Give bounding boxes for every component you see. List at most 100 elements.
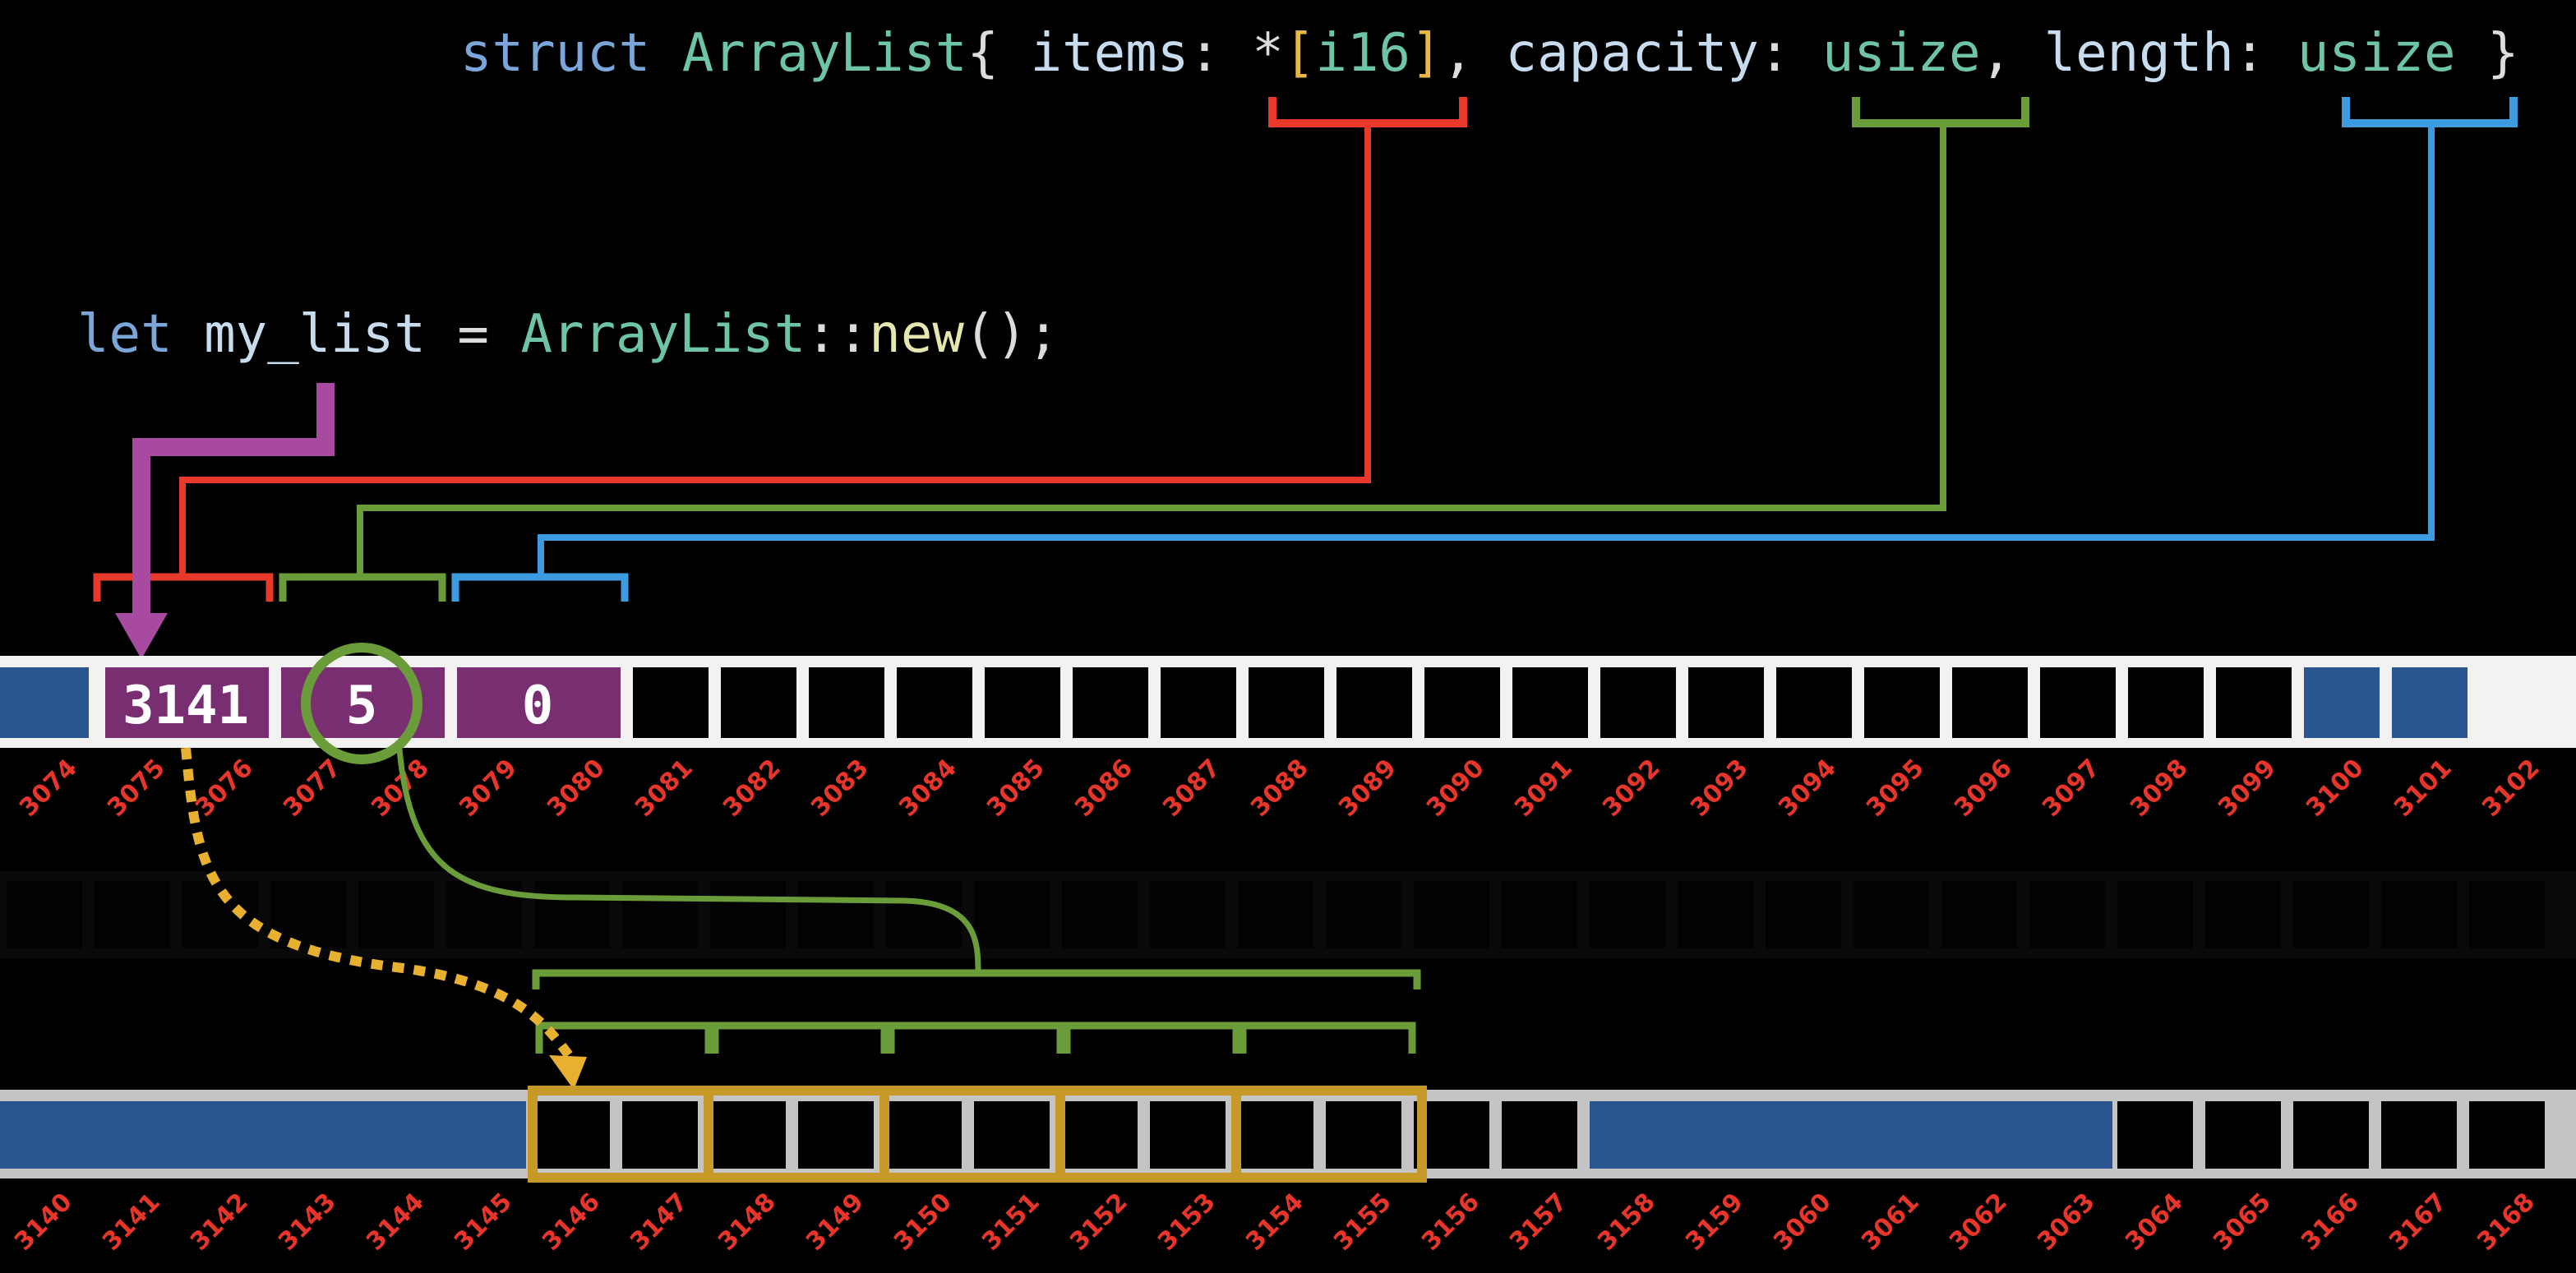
- free-memory-cell: [2216, 667, 2292, 738]
- faded-memory-cell: [2381, 881, 2457, 948]
- field-length-type: usize: [2297, 23, 2456, 84]
- faded-memory-cell: [534, 881, 610, 948]
- heap-element-bracket: [535, 1022, 713, 1054]
- free-memory-cell: [1150, 1101, 1226, 1169]
- heap-pointer-arrowhead: [549, 1055, 587, 1090]
- variable-pointer-arrowhead: [115, 613, 168, 659]
- free-memory-cell: [2128, 667, 2204, 738]
- free-memory-cell: [1502, 1101, 1577, 1169]
- faded-memory-cell: [1150, 881, 1226, 948]
- field-capacity-name: capacity: [1506, 23, 1759, 84]
- heap-allocated-block: [528, 1086, 1427, 1183]
- field-items-name: items: [1031, 23, 1189, 84]
- free-memory-cell: [1600, 667, 1676, 738]
- heap-element-bracket: [711, 1022, 889, 1054]
- faded-memory-cell: [974, 881, 1050, 948]
- free-memory-cell: [1161, 667, 1236, 738]
- field-items-left-bracket: [: [1284, 23, 1316, 84]
- faded-memory-cell: [1238, 881, 1313, 948]
- faded-memory-cell: [270, 881, 346, 948]
- free-memory-cell: [798, 1101, 874, 1169]
- faded-memory-cell: [2117, 881, 2193, 948]
- free-memory-cell: [2205, 1101, 2281, 1169]
- faded-memory-cell: [1502, 881, 1577, 948]
- faded-memory-cell: [1941, 881, 2017, 948]
- heap-memory-cells: [0, 1091, 2545, 1177]
- field-items-colon: :: [1189, 23, 1221, 84]
- free-memory-cell: [1238, 1101, 1313, 1169]
- free-memory-cell: [1688, 667, 1764, 738]
- free-memory-cell: [1952, 667, 2028, 738]
- used-memory-cell: [0, 667, 89, 738]
- faded-memory-cell: [7, 881, 82, 948]
- free-memory-cell: [1864, 667, 1940, 738]
- length-stack-bracket: [451, 573, 629, 602]
- free-memory-cell: [1249, 667, 1324, 738]
- free-memory-cell: [2040, 667, 2116, 738]
- faded-memory-row: [0, 871, 2576, 958]
- struct-field-cell-merged: [457, 667, 621, 738]
- struct-field-cell-merged: [105, 667, 269, 738]
- heap-capacity-bracket: [532, 969, 1421, 989]
- field-items-comma: ,: [1442, 23, 1474, 84]
- capacity-stack-bracket: [279, 573, 446, 602]
- struct-close-brace: }: [2487, 23, 2519, 84]
- free-memory-cell: [2117, 1101, 2193, 1169]
- heap-element-bracket: [1239, 1022, 1416, 1054]
- free-memory-cell: [1776, 667, 1852, 738]
- let-statement-line: let my_list = ArrayList::new();: [77, 304, 1059, 365]
- struct-type-name: ArrayList: [682, 23, 967, 84]
- faded-memory-cell: [1062, 881, 1138, 948]
- faded-memory-cells: [7, 881, 2545, 948]
- faded-memory-cell: [1414, 881, 1489, 948]
- free-memory-cell: [534, 1101, 610, 1169]
- free-memory-cell: [721, 667, 796, 738]
- field-items-type: i16: [1315, 23, 1410, 84]
- free-memory-cell: [886, 1101, 962, 1169]
- faded-memory-cell: [886, 881, 962, 948]
- variable-pointer-arrow: [132, 383, 335, 618]
- capacity-highlight-circle: [301, 643, 422, 764]
- faded-memory-cell: [1590, 881, 1665, 948]
- free-memory-cell: [985, 667, 1060, 738]
- capacity-value: 5: [346, 676, 378, 736]
- variable-name: my_list: [204, 304, 426, 365]
- used-memory-cell: [2304, 667, 2380, 738]
- faded-memory-cell: [2469, 881, 2545, 948]
- length-value: 0: [522, 676, 554, 736]
- field-items-pointer: *: [1252, 23, 1284, 84]
- free-memory-cell: [710, 1101, 786, 1169]
- field-length-name: length: [2044, 23, 2234, 84]
- free-memory-cell: [809, 667, 884, 738]
- let-keyword: let: [77, 304, 173, 365]
- constructor-function: new: [869, 304, 964, 365]
- field-items-right-bracket: ]: [1410, 23, 1443, 84]
- struct-open-brace: {: [967, 23, 999, 84]
- faded-memory-cell: [358, 881, 434, 948]
- faded-memory-cell: [1854, 881, 1929, 948]
- constructor-type: ArrayList: [520, 304, 806, 365]
- items-connector-line: [179, 123, 1371, 577]
- free-memory-cell: [1073, 667, 1148, 738]
- free-memory-cell: [2293, 1101, 2369, 1169]
- faded-memory-cell: [798, 881, 874, 948]
- used-memory-region: [1590, 1101, 2112, 1169]
- free-memory-cell: [1062, 1101, 1138, 1169]
- assign-operator: =: [457, 304, 489, 365]
- free-memory-cell: [974, 1101, 1050, 1169]
- call-parens: ();: [964, 304, 1059, 365]
- stack-memory-cells: [0, 667, 2468, 738]
- struct-definition-line: struct ArrayList{ items: *[i16], capacit…: [460, 23, 2519, 84]
- faded-memory-cell: [2029, 881, 2105, 948]
- faded-memory-cell: [710, 881, 786, 948]
- field-capacity-type: usize: [1822, 23, 1981, 84]
- capacity-connector-line: [357, 123, 1946, 577]
- free-memory-cell: [2469, 1101, 2545, 1169]
- field-capacity-colon: :: [1759, 23, 1791, 84]
- free-memory-cell: [2381, 1101, 2457, 1169]
- used-memory-region: [0, 1101, 526, 1169]
- heap-element-brackets: [535, 1022, 1416, 1054]
- heap-element-bracket: [1063, 1022, 1240, 1054]
